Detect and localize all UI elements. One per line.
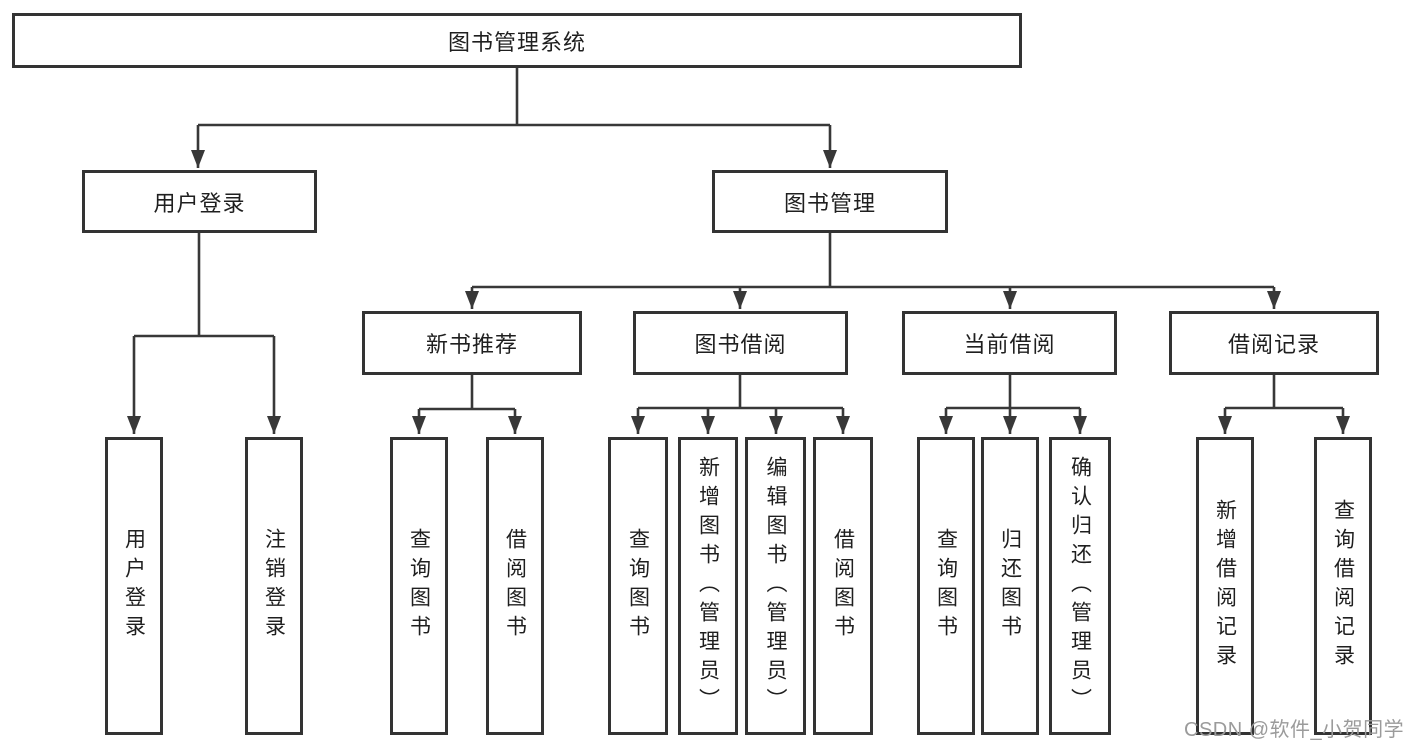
- leaf-logout: 注销登录: [245, 437, 303, 735]
- node-borrow-records: 借阅记录: [1169, 311, 1379, 375]
- leaf-borrow-add-books-admin: 新增图书（管理员）: [678, 437, 738, 735]
- leaf-records-query-record: 查询借阅记录: [1314, 437, 1372, 735]
- leaf-borrow-query-books: 查询图书: [608, 437, 668, 735]
- leaf-newbook-query-books: 查询图书: [390, 437, 448, 735]
- leaf-borrow-borrow-books: 借阅图书: [813, 437, 873, 735]
- node-root: 图书管理系统: [12, 13, 1022, 68]
- connector-current-borrow-to-leaves: [939, 375, 1087, 434]
- connector-book-mgmt-to-level3: [465, 233, 1281, 309]
- leaf-records-add-record: 新增借阅记录: [1196, 437, 1254, 735]
- leaf-current-query-books: 查询图书: [917, 437, 975, 735]
- connector-user-login-to-leaves: [127, 233, 281, 434]
- node-current-borrow: 当前借阅: [902, 311, 1117, 375]
- csdn-watermark: CSDN @软件_小贺同学: [1184, 719, 1405, 741]
- connector-new-book-to-leaves: [412, 375, 522, 434]
- connector-book-borrow-to-leaves: [631, 375, 850, 434]
- leaf-current-return-books: 归还图书: [981, 437, 1039, 735]
- leaf-newbook-borrow-books: 借阅图书: [486, 437, 544, 735]
- node-new-book-recommend: 新书推荐: [362, 311, 582, 375]
- leaf-borrow-edit-books-admin: 编辑图书（管理员）: [745, 437, 806, 735]
- node-book-management: 图书管理: [712, 170, 948, 233]
- node-user-login: 用户登录: [82, 170, 317, 233]
- connector-borrow-records-to-leaves: [1218, 375, 1350, 434]
- leaf-user-login: 用户登录: [105, 437, 163, 735]
- leaf-current-confirm-return-admin: 确认归还（管理员）: [1049, 437, 1111, 735]
- connector-root-to-level2: [191, 68, 837, 168]
- node-book-borrow: 图书借阅: [633, 311, 848, 375]
